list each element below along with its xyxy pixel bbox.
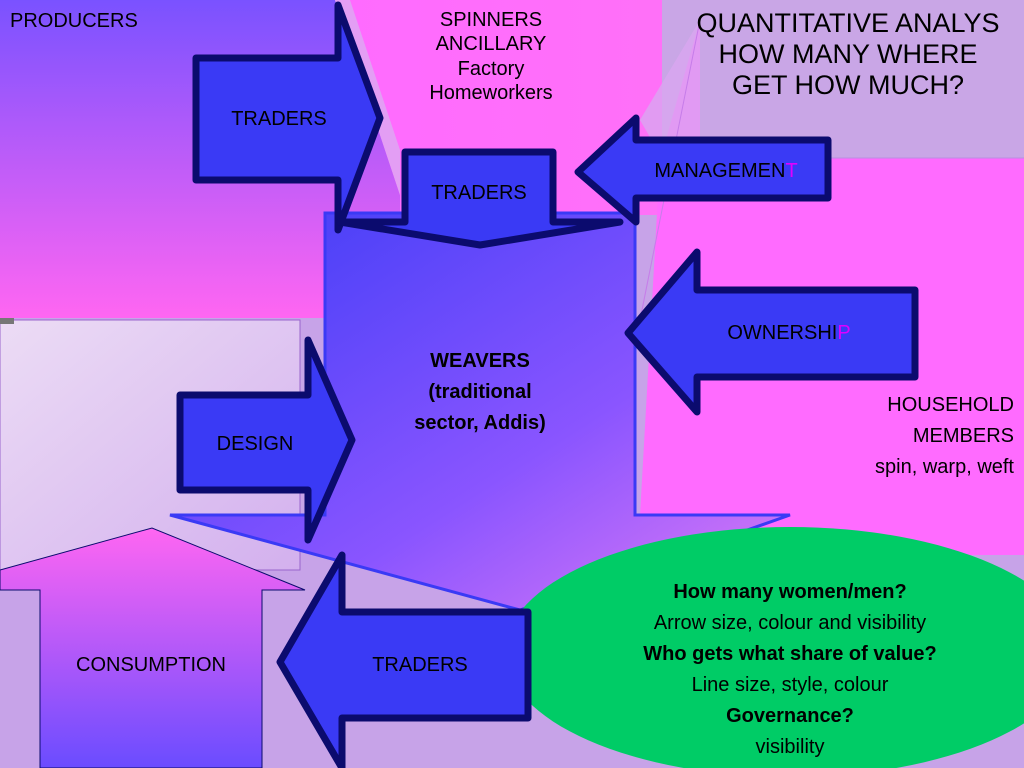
- traders-mid-label: TRADERS: [431, 182, 527, 204]
- weavers-label: WEAVERS (traditional sector, Addis): [385, 346, 575, 439]
- title-panel-overlay: [700, 0, 1024, 158]
- page-title: QUANTITATIVE ANALYS HOW MANY WHERE GET H…: [648, 8, 1024, 101]
- design-label: DESIGN: [216, 433, 294, 455]
- producers-label: PRODUCERS: [10, 10, 138, 32]
- title-line-1: QUANTITATIVE ANALYS: [696, 8, 1000, 38]
- weavers-line-1: WEAVERS: [430, 350, 530, 372]
- questions-text: How many women/men? Arrow size, colour a…: [580, 577, 1000, 763]
- weavers-line-3: sector, Addis): [414, 412, 546, 434]
- management-label: MANAGEMENT: [610, 158, 842, 184]
- spinners-label: SPINNERS ANCILLARY Factory Homeworkers: [400, 8, 582, 106]
- answer-2: Line size, style, colour: [691, 674, 889, 696]
- traders-bottom-label: TRADERS: [372, 654, 468, 676]
- household-line-1: HOUSEHOLD: [887, 394, 1014, 416]
- consumption-shape: [0, 527, 306, 768]
- management-label-last: T: [785, 160, 798, 182]
- answer-1: Arrow size, colour and visibility: [653, 612, 927, 634]
- design-region-marker: [0, 318, 14, 324]
- questions-ellipse: [505, 527, 1024, 768]
- traders-top-label: TRADERS: [231, 108, 327, 130]
- household-fold: [640, 20, 700, 158]
- ownership-label-main: OWNERSHI: [727, 322, 838, 344]
- spinners-line-1: SPINNERS: [439, 9, 543, 31]
- ownership-label-last: P: [837, 322, 851, 344]
- question-1: How many women/men?: [673, 581, 907, 603]
- household-line-2: MEMBERS: [912, 425, 1014, 447]
- title-line-2: HOW MANY WHERE: [718, 39, 978, 70]
- management-arrow: [574, 114, 832, 226]
- consumption-label: CONSUMPTION: [76, 654, 226, 676]
- spinners-line-3: Factory: [457, 57, 525, 80]
- title-line-3: GET HOW MUCH?: [731, 70, 964, 101]
- ownership-label: OWNERSHIP: [680, 320, 898, 346]
- spinners-line-4: Homeworkers: [429, 82, 553, 105]
- traders-mid-arrow: [336, 148, 624, 249]
- question-2: Who gets what share of value?: [643, 643, 937, 665]
- traders-bottom-arrow: [276, 551, 532, 768]
- household-line-3: spin, warp, weft: [875, 456, 1014, 478]
- design-arrow: [176, 336, 356, 544]
- weavers-line-2: (traditional: [428, 381, 532, 403]
- spinners-line-2: ANCILLARY: [435, 33, 547, 56]
- question-3: Governance?: [726, 705, 854, 727]
- household-label: HOUSEHOLD MEMBERS spin, warp, weft: [814, 390, 1014, 483]
- answer-3: visibility: [755, 736, 825, 758]
- ownership-arrow: [624, 248, 919, 416]
- management-label-main: MANAGEMEN: [654, 160, 786, 182]
- traders-top-arrow: [192, 1, 384, 234]
